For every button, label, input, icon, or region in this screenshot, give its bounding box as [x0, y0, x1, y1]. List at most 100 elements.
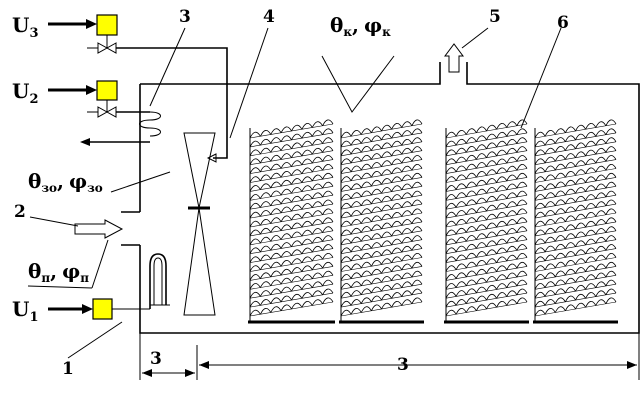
egg-tray-row	[249, 208, 334, 228]
leader-theta-p-2	[91, 239, 109, 289]
u3-arrowhead-icon	[86, 19, 97, 29]
inlet-arrow-icon	[74, 219, 124, 239]
leader-6	[520, 27, 562, 129]
egg-tray-row	[340, 253, 423, 272]
egg-tray-row	[445, 172, 528, 192]
egg-tray-row	[249, 146, 334, 165]
dimension-lines	[139, 333, 640, 380]
egg-tray-row	[445, 164, 528, 183]
theta-k-phi-k-label: θк,φк	[330, 13, 391, 39]
egg-tray-row	[340, 270, 423, 290]
egg-tray-row	[249, 244, 334, 263]
heater-inner-icon	[153, 257, 163, 305]
dim-large-label: 3	[397, 355, 409, 375]
egg-tray-row	[340, 217, 423, 237]
egg-tray-row	[249, 190, 334, 210]
u2-valve-right-icon	[105, 106, 117, 118]
egg-tray-row	[534, 155, 617, 174]
fan-blade-lower	[183, 207, 216, 316]
egg-tray-row	[534, 244, 617, 263]
callout-5: 5	[489, 7, 501, 27]
axial-fan-icon	[183, 132, 216, 316]
leader-theta-p	[27, 285, 93, 289]
egg-tray-row	[249, 172, 334, 192]
callout-6: 6	[557, 13, 569, 33]
dim-large-arrow-right-icon	[627, 361, 637, 369]
egg-tray-row	[340, 119, 423, 139]
egg-tray-row	[534, 297, 617, 317]
egg-tray-row	[534, 226, 617, 245]
dim-small-label: 3	[150, 349, 162, 369]
u2-supply	[48, 80, 161, 146]
coil-humidifier-icon	[139, 111, 161, 137]
heater-outer-icon	[149, 253, 167, 309]
u3-pipe-to-fan	[116, 47, 228, 159]
u1-heater	[48, 253, 170, 320]
egg-tray-row	[340, 137, 423, 156]
labels: U3 U2 U1 3 4 5 6 2 1 θк,φк θзо,φзо θп,φп…	[12, 7, 569, 379]
egg-tray-row	[249, 155, 334, 174]
egg-tray-row	[445, 253, 528, 272]
chamber-outline	[121, 62, 640, 334]
egg-tray-row	[445, 244, 528, 263]
egg-tray-row	[340, 235, 423, 254]
leader-lines	[27, 27, 562, 359]
egg-tray-row	[445, 217, 528, 237]
egg-tray-row	[445, 146, 528, 165]
fan-blade-upper	[183, 132, 216, 209]
egg-tray-row	[534, 217, 617, 237]
u1-arrowhead-icon	[82, 304, 93, 314]
egg-tray-row	[445, 261, 528, 281]
egg-tray-row	[445, 235, 528, 254]
egg-tray-row	[534, 261, 617, 281]
egg-tray-row	[249, 128, 334, 148]
egg-tray-row	[340, 297, 423, 317]
egg-tray-row	[249, 270, 334, 290]
egg-tray-row	[340, 128, 423, 148]
u2-valve-left-icon	[97, 106, 109, 118]
dim-small-arrow-right-icon	[185, 369, 195, 377]
egg-tray-rack-icon	[444, 119, 529, 324]
egg-tray-row	[340, 164, 423, 183]
egg-tray-row	[445, 199, 528, 219]
u3-supply	[48, 14, 228, 163]
leader-4	[229, 27, 269, 139]
egg-tray-row	[534, 235, 617, 254]
egg-tray-row	[445, 297, 528, 317]
egg-tray-row	[445, 279, 528, 299]
egg-tray-row	[249, 164, 334, 183]
egg-tray-row	[445, 226, 528, 245]
egg-tray-row	[445, 119, 528, 139]
egg-tray-row	[340, 146, 423, 165]
leader-1	[67, 321, 123, 359]
u2-label: U2	[12, 79, 39, 107]
egg-tray-row	[249, 297, 334, 317]
egg-tray-row	[534, 190, 617, 210]
egg-tray-row	[445, 270, 528, 290]
egg-tray-row	[445, 208, 528, 228]
egg-tray-row	[249, 217, 334, 237]
egg-tray-row	[340, 288, 423, 308]
leader-theta-zo	[110, 171, 171, 193]
leader-5	[461, 27, 489, 49]
egg-tray-row	[534, 270, 617, 290]
egg-tray-row	[534, 279, 617, 299]
u2-actuator-icon	[96, 80, 118, 101]
egg-tray-rack-icon	[248, 119, 335, 324]
egg-tray-row	[340, 279, 423, 299]
egg-tray-row	[249, 199, 334, 219]
egg-tray-row	[249, 235, 334, 254]
egg-tray-row	[340, 190, 423, 210]
egg-tray-row	[445, 155, 528, 174]
exhaust-arrow-icon	[444, 43, 464, 73]
u3-actuator-icon	[96, 14, 118, 36]
u3-pipe-arrow-icon	[206, 153, 217, 163]
egg-tray-row	[249, 226, 334, 245]
u3-label: U3	[12, 13, 39, 41]
u1-label: U1	[12, 297, 39, 325]
egg-tray-row	[249, 119, 334, 139]
chamber-wall-top-left	[140, 62, 441, 85]
egg-tray-row	[534, 119, 617, 139]
